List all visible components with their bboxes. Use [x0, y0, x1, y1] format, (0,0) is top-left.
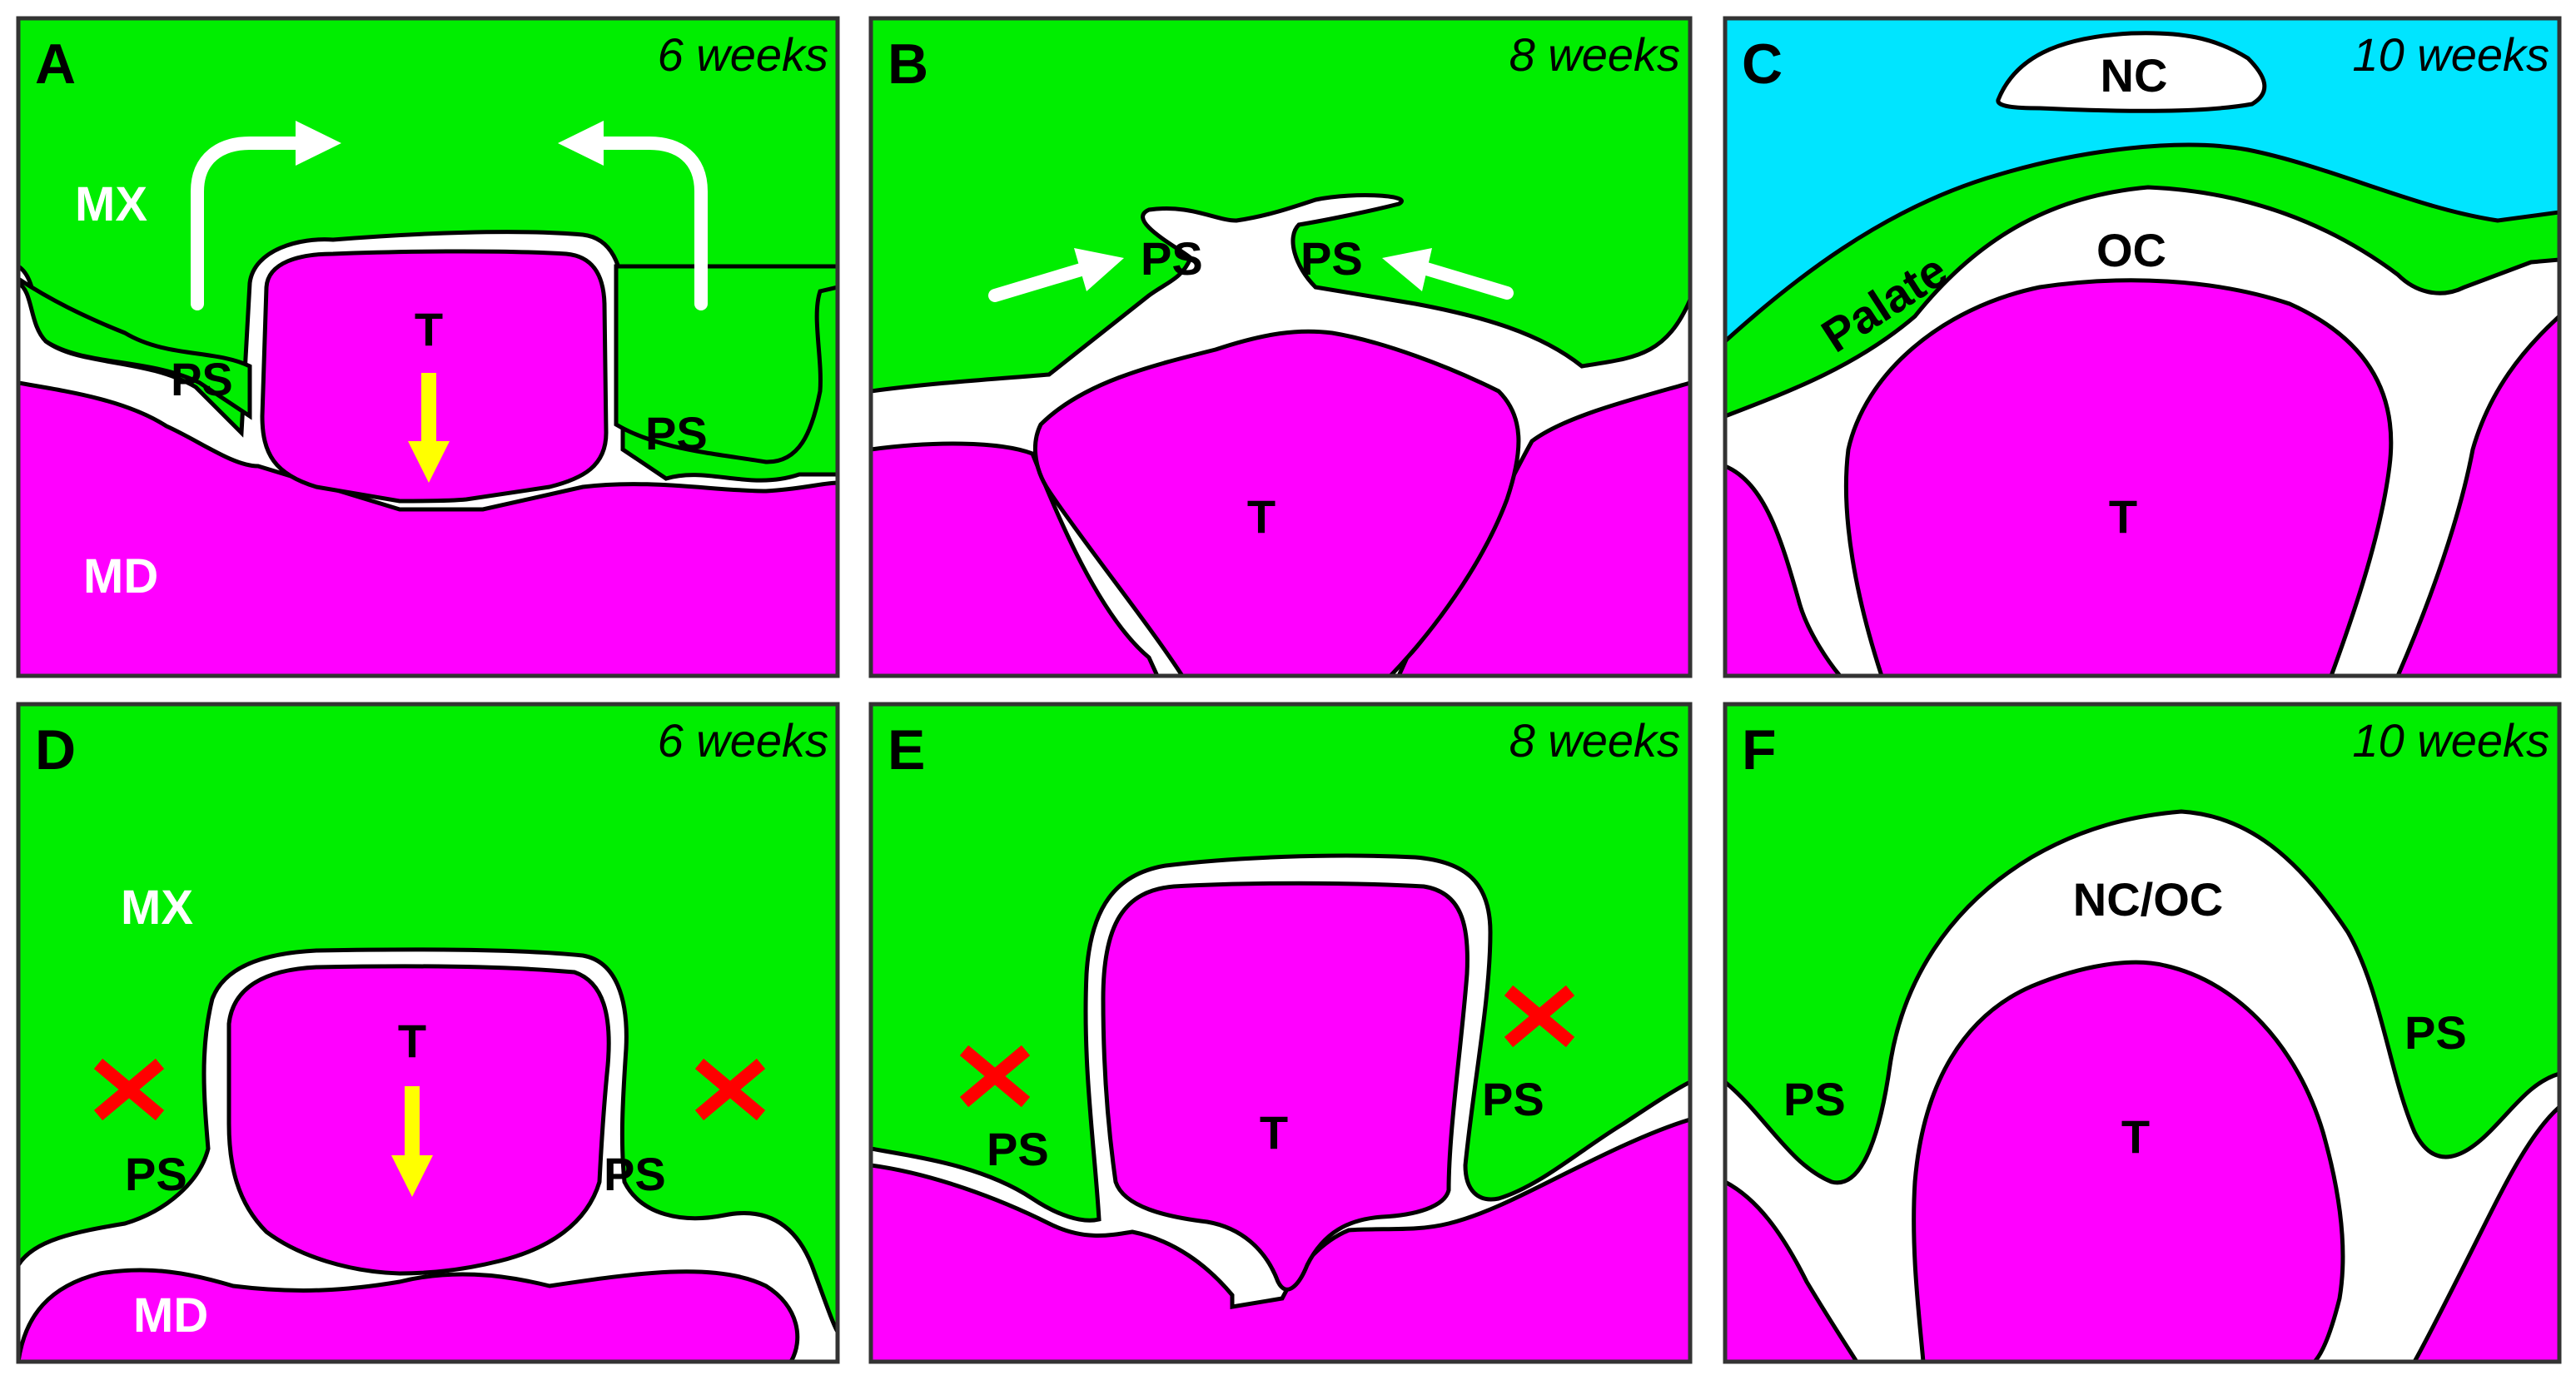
- panel-d: D 6 weeks MX PS PS T MD: [16, 702, 840, 1364]
- label-tongue: T: [2109, 490, 2137, 543]
- label-oc: OC: [2096, 224, 2166, 276]
- mandible-region: [18, 1268, 800, 1362]
- right-arrow-icon: [988, 248, 1124, 302]
- label-tongue: T: [415, 303, 443, 355]
- panel-c: C 10 weeks NC Palate OC T: [1723, 16, 2562, 678]
- label-ps-right: PS: [645, 407, 708, 459]
- x-mark-icon: [959, 1045, 1031, 1108]
- label-mx: MX: [75, 177, 147, 231]
- label-tongue: T: [1247, 490, 1276, 543]
- label-md: MD: [133, 1288, 208, 1343]
- panel-age: 8 weeks: [1509, 28, 1680, 81]
- curved-arrow-icon: [191, 121, 341, 310]
- tongue: [1843, 278, 2394, 676]
- label-ps-right: PS: [1482, 1073, 1544, 1125]
- x-mark-icon: [694, 1058, 766, 1121]
- label-md: MD: [83, 549, 158, 603]
- label-mx: MX: [121, 881, 193, 935]
- label-ps-left: PS: [1783, 1073, 1846, 1125]
- label-ps-right: PS: [2404, 1006, 2467, 1059]
- panel-letter: A: [35, 32, 76, 96]
- panel-letter: B: [888, 32, 928, 96]
- x-mark-icon: [1504, 985, 1575, 1048]
- panel-age: 8 weeks: [1509, 714, 1680, 767]
- label-tongue: T: [1260, 1106, 1288, 1159]
- x-mark-icon: [93, 1058, 165, 1121]
- panel-f: F 10 weeks NC/OC PS PS T: [1723, 702, 2562, 1364]
- label-ps-left: PS: [987, 1123, 1049, 1175]
- panel-age: 10 weeks: [2352, 28, 2549, 81]
- panel-a: A 6 weeks MX PS PS T MD: [16, 16, 840, 678]
- panel-letter: D: [35, 718, 76, 782]
- label-ps-left: PS: [171, 353, 233, 405]
- tongue: [1912, 960, 2345, 1362]
- tongue: [1032, 329, 1521, 676]
- mandible-region: [18, 380, 838, 676]
- label-ps-left: PS: [1141, 232, 1203, 285]
- label-tongue: T: [398, 1015, 426, 1067]
- panel-letter: C: [1742, 32, 1783, 96]
- mandible-region: [1725, 1179, 1859, 1362]
- mandible-region: [1725, 464, 1843, 676]
- label-nc-oc: NC/OC: [2073, 873, 2223, 926]
- nasal-concha: [1996, 31, 2267, 113]
- panel-age: 6 weeks: [658, 28, 828, 81]
- left-arrow-icon: [1382, 248, 1514, 300]
- mx-shelf-left: [18, 276, 252, 420]
- down-arrow-icon: [391, 1086, 433, 1197]
- label-ps-right: PS: [604, 1148, 666, 1200]
- mandible-region: [2395, 313, 2559, 676]
- label-ps-left: PS: [125, 1148, 187, 1200]
- tongue: [1101, 881, 1470, 1292]
- mx-shelf-right: [614, 264, 838, 464]
- label-nc: NC: [2101, 49, 2168, 102]
- panel-age: 6 weeks: [658, 714, 828, 767]
- mandible-region: [2412, 1104, 2559, 1362]
- down-arrow-icon: [408, 373, 450, 483]
- label-ps-right: PS: [1300, 232, 1363, 285]
- curved-arrow-icon: [558, 121, 708, 310]
- panel-age: 10 weeks: [2352, 714, 2549, 767]
- label-tongue: T: [2121, 1110, 2150, 1163]
- panel-b: B 8 weeks PS PS T: [868, 16, 1693, 678]
- panel-e: E 8 weeks PS PS T: [868, 702, 1693, 1364]
- panel-letter: E: [888, 718, 925, 782]
- panel-letter: F: [1742, 718, 1777, 782]
